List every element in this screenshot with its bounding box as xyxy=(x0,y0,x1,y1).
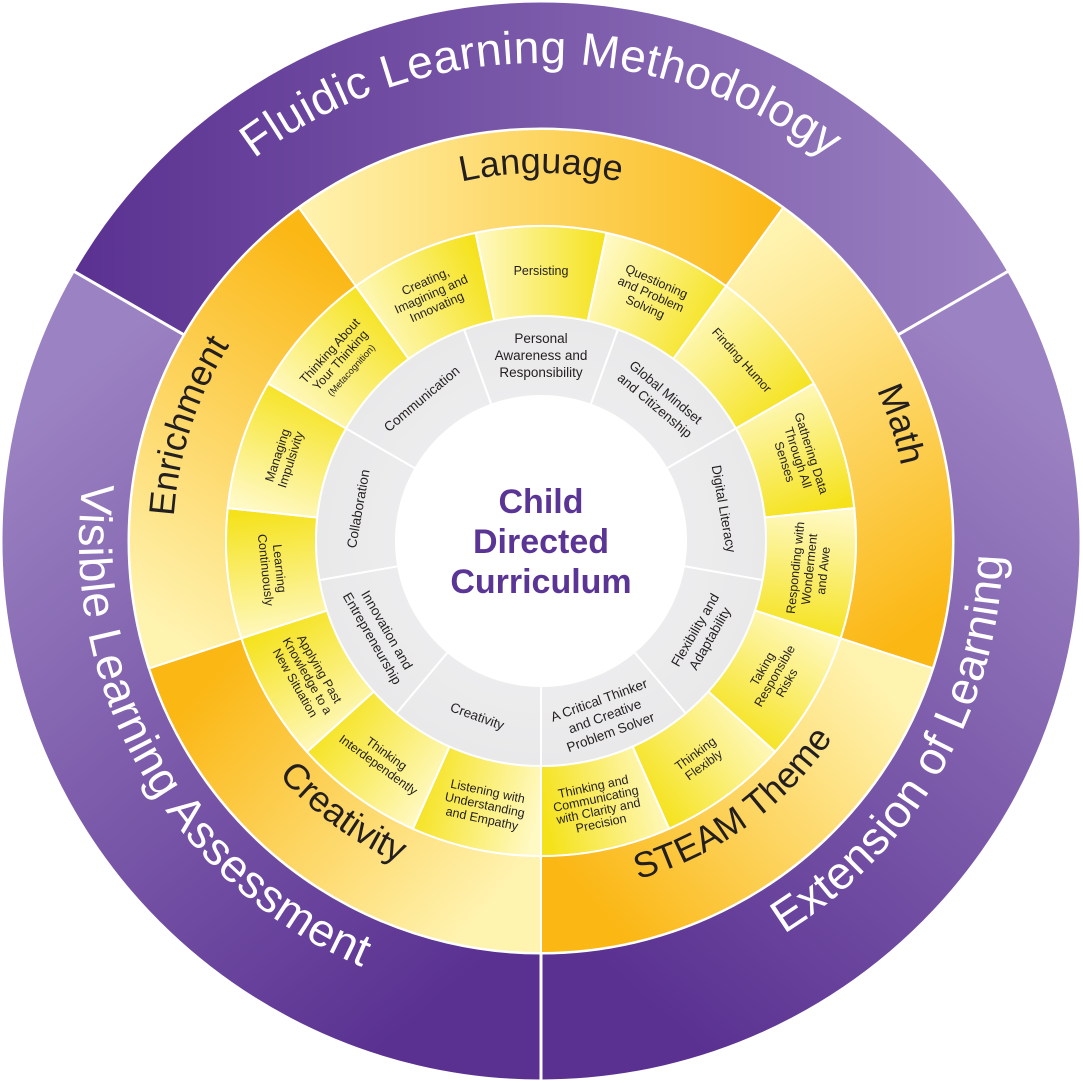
center-title-line: Curriculum xyxy=(450,563,631,601)
center-circle xyxy=(396,396,686,686)
habit-label: and Awe xyxy=(814,546,833,595)
competency-segment xyxy=(344,328,493,470)
competency-label: Responsibility xyxy=(499,365,583,380)
habit-label: Persisting xyxy=(514,264,569,278)
habit-label: Learning xyxy=(270,544,289,594)
competency-label: Awareness and xyxy=(495,348,588,363)
center-title-line: Child xyxy=(499,483,584,521)
competency-label: Personal xyxy=(514,331,567,346)
center-title-line: Directed xyxy=(473,523,609,561)
